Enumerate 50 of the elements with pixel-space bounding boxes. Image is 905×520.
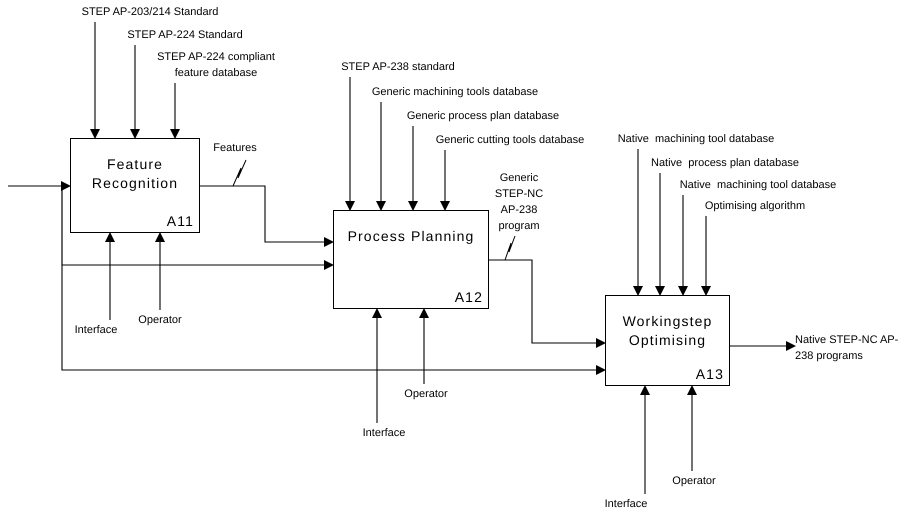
activity-code: A13: [696, 365, 724, 383]
arrow-label: Interface: [66, 322, 126, 338]
arrow: [440, 150, 450, 211]
arrow: [489, 259, 606, 348]
activity-box: [605, 295, 730, 386]
arrow-label: Operator: [394, 386, 458, 402]
activity-title: Workingstep Optimising: [622, 312, 714, 350]
arrow: [419, 308, 429, 384]
arrow-label: Interface: [352, 425, 416, 441]
arrow: [730, 341, 796, 351]
arrow-label: Generic process plan database: [398, 108, 568, 124]
activity-title: Feature Recognition: [90, 155, 180, 193]
arrow: [408, 126, 418, 211]
arrow: [345, 77, 355, 211]
arrow-label: Native machining tool database: [606, 131, 786, 147]
arrow: [200, 185, 334, 247]
arrow: [678, 195, 688, 296]
arrow-label: Generic machining tools database: [362, 84, 548, 100]
arrow: [8, 185, 606, 375]
arrow: [633, 149, 643, 296]
arrow: [130, 45, 140, 139]
arrow-label: Native STEP-NC AP-238 programs: [795, 332, 905, 364]
edge-label: Features: [212, 141, 258, 156]
arrow: [170, 83, 180, 139]
activity-box: [333, 210, 489, 309]
arrow-label: STEP AP-203/214 Standard: [70, 4, 230, 20]
arrow-label: Optimising algorithm: [690, 198, 820, 214]
arrow: [372, 308, 382, 423]
arrow-label: Operator: [128, 312, 192, 328]
arrow-label: Interface: [596, 496, 656, 512]
arrow: [90, 22, 100, 139]
arrow: [105, 232, 115, 320]
activity-code: A12: [454, 288, 483, 306]
arrow: [655, 173, 665, 296]
arrow-label: STEP AP-238 standard: [326, 59, 470, 75]
arrow: [687, 385, 697, 471]
activity-title: Process Planning: [346, 227, 476, 246]
arrow: [701, 216, 711, 296]
arrow-label: STEP AP-224 compliant feature database: [155, 49, 277, 81]
arrow: [155, 232, 165, 310]
edge-label: Generic STEP-NC AP-238 program: [494, 171, 544, 234]
arrow: [376, 102, 386, 211]
arrow-label: Native machining tool database: [668, 177, 848, 193]
arrow: [640, 385, 650, 494]
arrow-label: Native process plan database: [642, 155, 808, 171]
arrow-label: Generic cutting tools database: [428, 132, 592, 148]
arrow-label: Operator: [662, 473, 726, 489]
activity-box: [70, 138, 200, 233]
activity-code: A11: [166, 212, 194, 230]
arrow-label: STEP AP-224 Standard: [122, 27, 248, 43]
